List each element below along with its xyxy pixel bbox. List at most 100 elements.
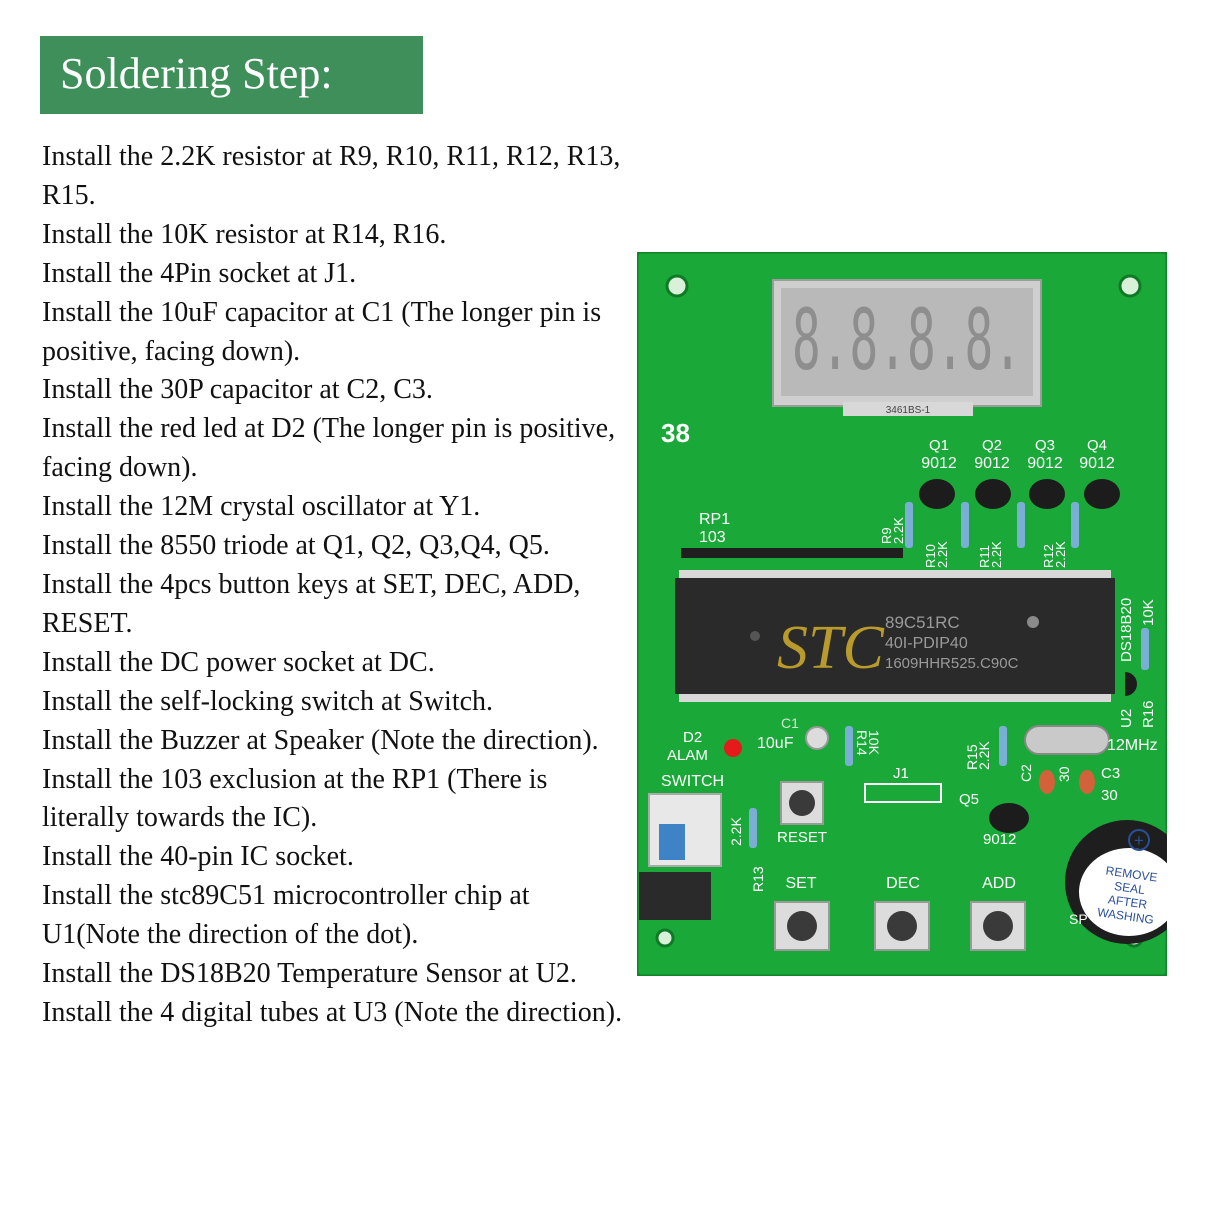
- set-button-cap: [787, 911, 817, 941]
- step-item: Install the 8550 triode at Q1, Q2, Q3,Q4…: [42, 530, 550, 562]
- r15-value: 2.2K: [976, 741, 992, 770]
- svg-text:2.2K: 2.2K: [989, 541, 1004, 568]
- plus-icon: [1128, 829, 1150, 851]
- transistor-q5: [989, 803, 1029, 833]
- resistor-r11: R11 2.2K: [977, 502, 1025, 568]
- mcu-chip-u1: STC 89C51RC 40I-PDIP40 1609HHR525.C90C: [675, 570, 1115, 702]
- led-d2: [724, 739, 742, 757]
- c1-ref: C1: [781, 715, 799, 731]
- r16-ref: R16: [1140, 700, 1157, 728]
- step-item: Install the DC power socket at DC.: [42, 646, 435, 678]
- step-item: Install the 4pcs button keys at SET, DEC…: [42, 568, 581, 639]
- d2-ref: D2: [683, 729, 702, 746]
- switch-label: SWITCH: [661, 773, 724, 790]
- chip-brand: STC: [777, 614, 884, 682]
- pin-header-j1: [864, 783, 942, 803]
- svg-text:9012: 9012: [921, 455, 957, 472]
- c3-ref: C3: [1101, 765, 1120, 782]
- dec-button-cap: [887, 911, 917, 941]
- u2-ref: DS18B20: [1118, 598, 1135, 662]
- resistor-r9: R9 2.2K: [879, 502, 913, 548]
- chip-model: 89C51RC: [885, 613, 960, 632]
- reset-button-cap: [789, 790, 815, 816]
- svg-text:2.2K: 2.2K: [891, 517, 906, 544]
- r14-ref: R14: [854, 730, 870, 756]
- r15-ref: R15: [964, 744, 980, 770]
- resistor-r16: [1141, 628, 1149, 670]
- c1-value: 10uF: [757, 735, 794, 752]
- transistor-q3: Q3 9012: [1027, 437, 1065, 509]
- svg-text:9012: 9012: [974, 455, 1010, 472]
- chip-package: 40I-PDIP40: [885, 635, 968, 652]
- q5-type: 9012: [983, 831, 1016, 848]
- step-item: Install the 4 digital tubes at U3 (Note …: [42, 996, 623, 1028]
- svg-text:AFTER: AFTER: [1107, 892, 1148, 911]
- resistor-network-rp1: [681, 548, 903, 558]
- step-item: Install the DS18B20 Temperature Sensor a…: [42, 958, 577, 990]
- rp1-value: 103: [699, 529, 726, 546]
- svg-text:9012: 9012: [1027, 455, 1063, 472]
- capacitor-c1: [805, 726, 829, 750]
- resistor-r12: R12 2.2K: [1041, 502, 1079, 568]
- c3-value: 30: [1101, 787, 1118, 804]
- seven-segment-display: 8.8.8.8. 3461BS-1: [772, 279, 1042, 416]
- step-item: Install the 10K resistor at R14, R16.: [42, 218, 447, 250]
- svg-text:Q2: Q2: [982, 437, 1002, 454]
- rp1-ref: RP1: [699, 511, 730, 528]
- page-title: Soldering Step:: [60, 49, 333, 98]
- transistor-q4: Q4 9012: [1079, 437, 1120, 509]
- r13-ref: R13: [750, 866, 766, 892]
- step-item: Install the 40-pin IC socket.: [42, 841, 354, 873]
- step-item: Install the Buzzer at Speaker (Note the …: [42, 724, 599, 756]
- step-item: Install the 4Pin socket at J1.: [42, 257, 357, 289]
- svg-text:2.2K: 2.2K: [1053, 541, 1068, 568]
- capacitor-c3: [1079, 770, 1095, 794]
- step-item: Install the 30P capacitor at C2, C3.: [42, 374, 433, 406]
- add-label: ADD: [982, 875, 1016, 892]
- resistor-r14: [845, 726, 853, 766]
- step-item: Install the red led at D2 (The longer pi…: [42, 413, 616, 484]
- buzzer-speaker: SP + REMOVE SEAL AFTER WASHING: [1065, 820, 1167, 944]
- step-list: Install the 2.2K resistor at R9, R10, R1…: [42, 138, 632, 1033]
- switch-knob: [659, 824, 685, 860]
- svg-text:SEAL: SEAL: [1113, 879, 1146, 897]
- svg-text:Q4: Q4: [1087, 437, 1107, 454]
- resistor-r13: [749, 808, 757, 848]
- add-button-cap: [983, 911, 1013, 941]
- pcb-photo: 8.8.8.8. 3461BS-1 38 Q1 9012 Q2 9012 Q3 …: [637, 252, 1167, 976]
- step-item: Install the stc89C51 microcontroller chi…: [42, 880, 530, 951]
- d2-label: ALAM: [667, 747, 708, 764]
- speaker-label: SP: [1069, 911, 1088, 927]
- j1-ref: J1: [893, 765, 909, 782]
- svg-text:R10: R10: [923, 544, 938, 568]
- buzzer-plus: +: [1134, 831, 1144, 850]
- r13-value: 2.2K: [728, 817, 744, 846]
- reset-label: RESET: [777, 829, 827, 846]
- board-number: 38: [661, 418, 690, 448]
- chip-lot: 1609HHR525.C90C: [885, 655, 1019, 672]
- r16-value: 10K: [1140, 599, 1157, 626]
- step-item: Install the 12M crystal oscillator at Y1…: [42, 491, 481, 523]
- resistor-r10: R10 2.2K: [923, 502, 969, 568]
- svg-text:R11: R11: [977, 545, 992, 568]
- capacitor-c2: [1039, 770, 1055, 794]
- display-part-number: 3461BS-1: [886, 405, 931, 416]
- title-banner: Soldering Step:: [40, 36, 423, 114]
- c2-ref: C2: [1018, 764, 1034, 782]
- svg-text:9012: 9012: [1079, 455, 1115, 472]
- set-label: SET: [785, 875, 816, 892]
- step-item: Install the 2.2K resistor at R9, R10, R1…: [42, 141, 621, 211]
- step-item: Install the self-locking switch at Switc…: [42, 685, 494, 717]
- transistor-q2: Q2 9012: [974, 437, 1011, 509]
- resistor-r15: [999, 726, 1007, 766]
- svg-text:R9: R9: [879, 527, 894, 544]
- c2-value: 30: [1056, 766, 1072, 782]
- crystal-y1: [1024, 725, 1110, 755]
- step-item: Install the 103 exclusion at the RP1 (Th…: [42, 763, 548, 834]
- dec-label: DEC: [886, 875, 920, 892]
- svg-text:Q1: Q1: [929, 437, 949, 454]
- q5-ref: Q5: [959, 791, 979, 808]
- svg-text:Q3: Q3: [1035, 437, 1055, 454]
- svg-text:R12: R12: [1041, 544, 1056, 568]
- display-digits: 8.8.8.8.: [792, 291, 1022, 389]
